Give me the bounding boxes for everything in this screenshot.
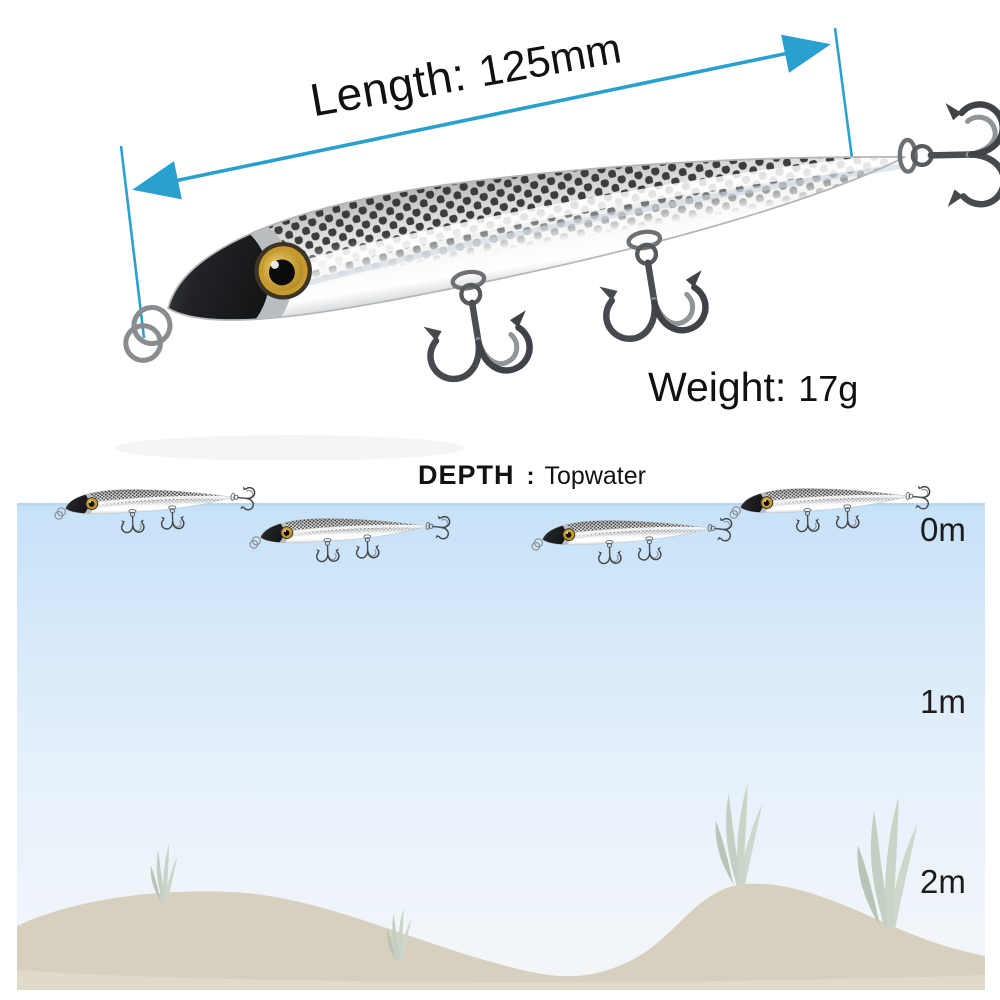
sand-bottom-band [17, 970, 985, 990]
depth-marker-2m: 2m [920, 863, 966, 900]
depth-heading-label: DEPTH [418, 460, 515, 490]
depth-heading-separator: : [526, 463, 535, 490]
water-depth-scene [17, 440, 985, 990]
weight-label: Weight: 17g [648, 364, 858, 411]
sand-dunes [17, 883, 985, 990]
water-surface-line [17, 503, 985, 506]
product-photo-scene [0, 27, 1000, 460]
depth-marker-1m: 1m [920, 683, 966, 720]
weight-keyword: Weight: [648, 364, 787, 410]
lure-shadow [115, 435, 465, 460]
weight-value: 17g [798, 368, 859, 409]
depth-heading: DEPTH : Topwater [418, 460, 646, 491]
depth-marker-0m: 0m [920, 511, 966, 548]
length-dimension-arrow [119, 27, 854, 339]
product-lure-photo [104, 67, 1000, 430]
depth-heading-value: Topwater [544, 462, 646, 490]
